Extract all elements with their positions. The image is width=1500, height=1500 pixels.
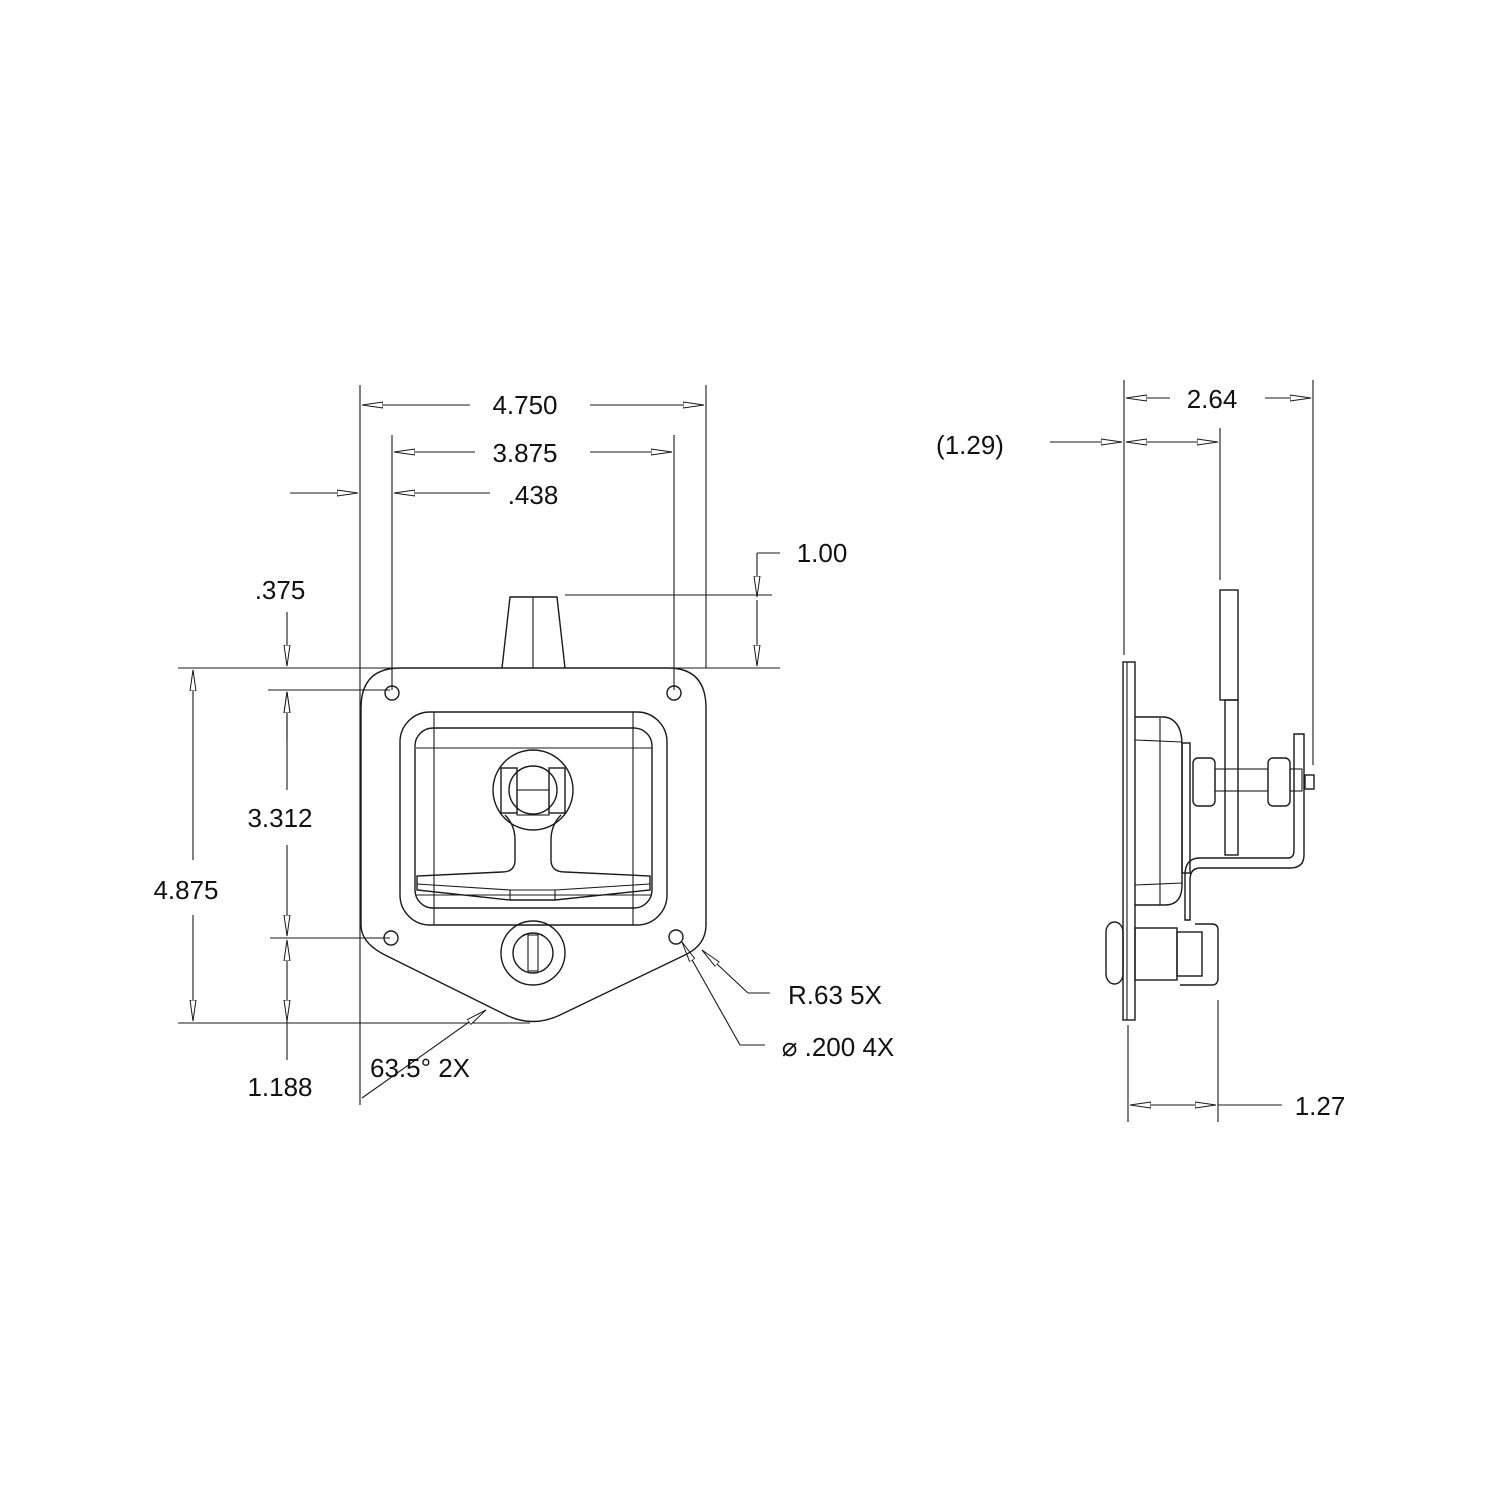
side-bracket (1184, 733, 1305, 921)
dim-label-100: 1.00 (797, 538, 848, 568)
dim-label-radius: R.63 5X (788, 980, 882, 1010)
dim-overall-height: 4.875 (153, 670, 219, 1021)
dim-label-1188: 1.188 (247, 1072, 312, 1102)
dim-angle: 63.5° 2X (361, 1009, 486, 1099)
dim-hole-spacing-width: 3.875 (394, 438, 672, 468)
dim-label-127: 1.27 (1295, 1091, 1346, 1121)
dim-label-angle: 63.5° 2X (370, 1053, 470, 1083)
side-extension-lines (1123, 380, 1314, 1122)
dim-lock-depth: 1.27 (1130, 1091, 1345, 1121)
side-lock-cylinder (1105, 921, 1219, 986)
dim-label-129: (1.29) (936, 430, 1004, 460)
dim-hole-diameter: ⌀ .200 4X (681, 942, 895, 1062)
mounting-holes (383, 685, 684, 946)
front-view: 4.750 3.875 .438 1.00 .375 (153, 385, 894, 1105)
side-link-arm (1219, 589, 1239, 856)
dim-label-4750: 4.750 (492, 390, 557, 420)
mounting-plate-outline (360, 667, 707, 1023)
dim-hole-offset-x: .438 (290, 480, 558, 510)
dim-label-3312: 3.312 (247, 803, 312, 833)
dim-label-hole-diameter: ⌀ .200 4X (782, 1032, 895, 1062)
side-bolt-nuts (1192, 757, 1315, 807)
dim-radius: R.63 5X (702, 950, 882, 1010)
dim-label-375: .375 (255, 575, 306, 605)
dim-overall-depth: 2.64 (1126, 384, 1311, 414)
dim-tab-height: 1.00 (757, 538, 847, 666)
dim-hole-offset-y: .375 (255, 575, 306, 740)
dim-overall-width: 4.750 (362, 390, 704, 420)
dim-ref-depth: (1.29) (936, 430, 1218, 460)
side-housing (1134, 716, 1191, 906)
t-handle (416, 749, 651, 901)
dim-label-264: 2.64 (1187, 384, 1238, 414)
lock-cylinder (500, 920, 566, 986)
side-view: 2.64 (1.29) 1.27 (936, 380, 1345, 1122)
dim-label-438: .438 (508, 480, 559, 510)
handle-recess (399, 711, 668, 926)
dim-label-3875: 3.875 (492, 438, 557, 468)
latch-tab (501, 596, 566, 669)
dim-label-4875: 4.875 (153, 875, 218, 905)
dim-hole-spacing-height: 3.312 (247, 692, 313, 936)
dim-bottom-point: 1.188 (247, 940, 313, 1102)
side-plate (1122, 661, 1136, 1021)
